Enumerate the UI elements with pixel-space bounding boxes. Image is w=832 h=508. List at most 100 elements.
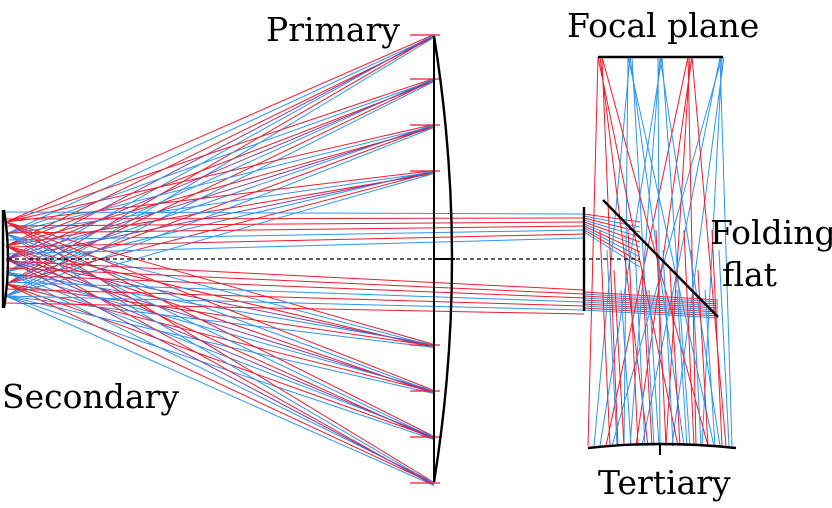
primary-label: Primary — [266, 10, 400, 49]
secondary-mirror — [2, 209, 10, 309]
ray-fold-entry — [583, 301, 719, 311]
ray-secondary-primary — [5, 283, 435, 485]
ray-axial-bundle — [5, 267, 585, 295]
ray-secondary-primary — [5, 35, 435, 260]
ray-secondary-primary — [5, 173, 435, 247]
ray-fold-tertiary — [627, 229, 639, 447]
ray-tertiary-focal — [611, 56, 723, 447]
ray-fold-entry — [583, 213, 641, 223]
ray-secondary-primary — [5, 233, 435, 485]
flat-label: flat — [722, 255, 777, 294]
secondary-label: Secondary — [2, 377, 179, 416]
rays-tertiary-to-focal-plane — [587, 56, 733, 447]
ray-secondary-primary — [5, 125, 435, 235]
ray-tertiary-focal — [593, 56, 631, 447]
ray-secondary-primary — [5, 127, 435, 247]
ray-secondary-primary — [5, 283, 435, 439]
ray-secondary-primary — [5, 295, 435, 486]
ray-fold-tertiary — [690, 249, 702, 447]
ray-fold-tertiary — [704, 289, 716, 447]
ray-tertiary-focal — [701, 56, 723, 447]
rays-secondary-to-primary — [5, 34, 435, 486]
ray-secondary-primary — [5, 295, 435, 394]
ray-secondary-primary — [5, 221, 435, 391]
ray-fold-entry — [583, 297, 719, 307]
tertiary-mirror — [587, 442, 737, 450]
ray-secondary-primary — [5, 245, 435, 348]
ray-secondary-primary — [5, 271, 435, 483]
ray-secondary-primary — [5, 271, 435, 391]
focal-plane-label: Focal plane — [567, 6, 760, 45]
folding-flat-mirror — [602, 199, 719, 318]
ray-secondary-primary — [5, 283, 435, 347]
ray-fold-entry — [583, 295, 719, 305]
ray-fold-tertiary — [634, 249, 646, 447]
ray-tertiary-focal — [623, 56, 629, 447]
ray-secondary-primary — [5, 79, 435, 285]
ray-fold-entry — [583, 215, 641, 228]
ray-fold-tertiary — [676, 289, 688, 447]
ray-axial-bundle — [5, 288, 585, 307]
ray-secondary-primary — [5, 78, 435, 223]
ray-axial-bundle — [5, 302, 585, 315]
ray-fold-tertiary — [655, 229, 667, 447]
ray-secondary-primary — [5, 258, 435, 347]
ray-axial-bundle — [5, 217, 585, 220]
ray-axial-bundle — [5, 274, 585, 299]
ray-secondary-primary — [5, 221, 435, 483]
ray-secondary-primary — [5, 258, 435, 485]
ray-secondary-primary — [5, 125, 435, 260]
ray-tertiary-focal — [719, 56, 733, 447]
ray-secondary-primary — [5, 125, 435, 285]
ray-tertiary-focal — [635, 56, 693, 447]
ray-secondary-primary — [5, 79, 435, 235]
ray-tertiary-focal — [687, 56, 697, 447]
optical-elements — [1, 35, 737, 483]
ray-tertiary-focal — [599, 56, 649, 447]
ray-secondary-primary — [5, 233, 435, 347]
ray-secondary-primary — [5, 35, 435, 235]
ray-secondary-primary — [5, 258, 435, 393]
ray-secondary-primary — [5, 37, 435, 247]
ray-secondary-primary — [5, 283, 435, 393]
ray-tertiary-focal — [631, 56, 655, 447]
ray-axial-bundle — [5, 295, 585, 311]
ray-tertiary-focal — [659, 56, 721, 447]
tertiary-label: Tertiary — [598, 463, 731, 502]
ray-fold-tertiary — [683, 229, 695, 447]
ray-secondary-primary — [5, 170, 435, 273]
ray-tertiary-focal — [671, 56, 725, 447]
ray-secondary-primary — [5, 233, 435, 439]
ray-axial-bundle — [5, 233, 585, 248]
ray-fold-tertiary — [648, 289, 660, 447]
ray-secondary-primary — [5, 78, 435, 273]
ray-fold-tertiary — [606, 249, 618, 447]
ray-fold-tertiary — [599, 229, 611, 447]
ray-tertiary-focal — [657, 56, 661, 447]
ray-axial-bundle — [5, 225, 585, 234]
ray-tertiary-focal — [601, 56, 619, 447]
ray-fold-tertiary — [711, 229, 723, 447]
ray-secondary-primary — [5, 233, 435, 393]
ray-tertiary-focal — [599, 56, 663, 447]
ray-secondary-primary — [5, 258, 435, 439]
ray-fold-tertiary — [718, 249, 730, 447]
ray-fold-entry — [583, 293, 719, 303]
rays-primary-to-fold — [5, 211, 719, 319]
ray-fold-tertiary — [620, 289, 632, 447]
ray-tertiary-focal — [691, 56, 727, 447]
ray-secondary-primary — [5, 34, 435, 223]
ray-secondary-primary — [5, 171, 435, 260]
ray-fold-tertiary — [669, 269, 681, 447]
ray-axial-bundle — [5, 211, 585, 215]
ray-secondary-primary — [5, 221, 435, 437]
ray-tertiary-focal — [597, 56, 679, 447]
ray-tertiary-focal — [587, 56, 599, 447]
ray-fold-tertiary — [641, 269, 653, 447]
ray-fold-tertiary — [662, 249, 674, 447]
ray-tertiary-focal — [605, 56, 689, 447]
ray-fold-entry — [583, 291, 719, 301]
ray-axial-bundle — [5, 281, 585, 303]
ray-axial-bundle — [5, 221, 585, 227]
